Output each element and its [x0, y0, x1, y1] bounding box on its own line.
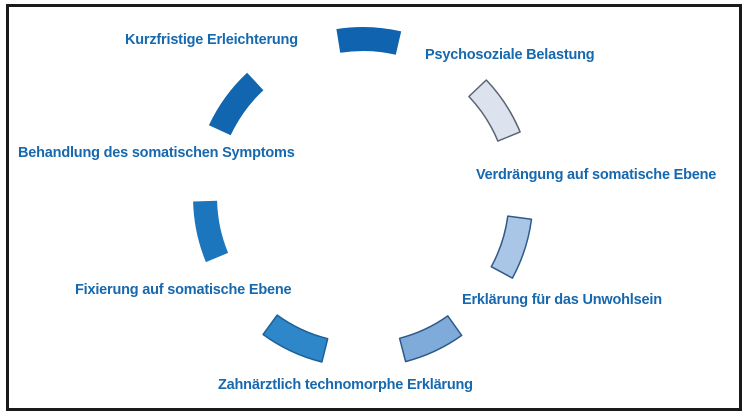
label-verdraengung-somatische: Verdrängung auf somatische Ebene [476, 167, 717, 183]
diagram-border [6, 4, 742, 411]
label-zahnaerztlich-technomorph: Zahnärztlich technomorphe Erklärung [218, 377, 473, 393]
cycle-arc-lower-left [262, 314, 329, 363]
label-psychosoziale-belastung: Psychosoziale Belastung [425, 47, 595, 63]
label-fixierung-somatische: Fixierung auf somatische Ebene [75, 282, 292, 298]
label-erklaerung-unwohlsein: Erklärung für das Unwohlsein [462, 292, 662, 308]
cycle-arc-upper-right [468, 79, 521, 142]
cycle-arc-upper-left [208, 72, 264, 136]
cycle-arc-top [336, 27, 402, 55]
label-kurzfristige-erleichterung: Kurzfristige Erleichterung [125, 32, 298, 48]
cycle-arc-left [193, 200, 229, 263]
label-behandlung-symptom: Behandlung des somatischen Symptoms [18, 145, 295, 161]
cycle-arc-lower-right [398, 315, 463, 363]
cycle-arc-right [490, 215, 533, 279]
